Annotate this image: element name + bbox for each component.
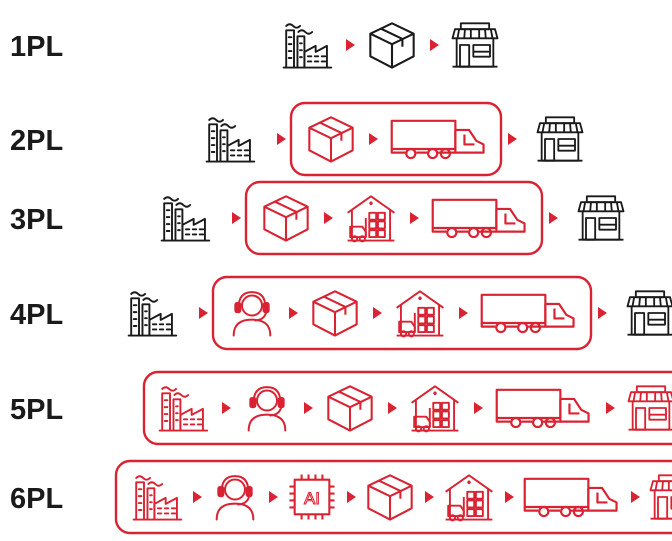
- truck-icon: [523, 477, 618, 518]
- flow-arrow-icon: [304, 402, 313, 414]
- store-icon: [577, 195, 625, 241]
- store-icon: [626, 290, 672, 336]
- factory-icon: [282, 23, 333, 69]
- package-icon: [312, 290, 358, 337]
- level-row-2pl: 2PL: [10, 101, 584, 177]
- outsourced-scope-frame: [142, 370, 672, 446]
- headset-operator-icon: [232, 291, 272, 337]
- outsourced-scope-frame: [211, 275, 593, 351]
- level-label: 5PL: [10, 394, 63, 426]
- store-icon: [649, 474, 672, 520]
- level-label: 2PL: [10, 125, 63, 157]
- truck-icon: [495, 388, 590, 429]
- level-row-4pl: 4PL: [10, 275, 672, 351]
- flow-arrow-icon: [347, 491, 356, 503]
- flow-arrow-icon: [277, 133, 286, 145]
- level-label: 3PL: [10, 204, 63, 236]
- factory-icon: [127, 291, 178, 337]
- flow-arrow-icon: [459, 307, 468, 319]
- outsourced-scope-frame: [289, 101, 503, 177]
- level-row-5pl: 5PL: [10, 370, 672, 446]
- outsourced-scope-frame: [244, 180, 544, 256]
- store-icon: [627, 385, 672, 431]
- ai-chip-label: AI: [304, 489, 320, 508]
- store-icon: [536, 116, 584, 162]
- package-icon: [327, 385, 373, 432]
- flow-arrow-icon: [430, 39, 439, 51]
- warehouse-icon: [410, 385, 460, 433]
- flow-arrow-icon: [598, 307, 607, 319]
- flow-arrow-icon: [232, 212, 241, 224]
- flow-arrow-icon: [269, 491, 278, 503]
- package-icon: [263, 195, 309, 242]
- flow-arrow-icon: [425, 491, 434, 503]
- flow-arrow-icon: [631, 491, 640, 503]
- flow-arrow-icon: [474, 402, 483, 414]
- flow-arrow-icon: [346, 39, 355, 51]
- headset-operator-icon: [247, 386, 287, 432]
- flow-arrow-icon: [606, 402, 615, 414]
- package-icon: [308, 116, 354, 163]
- flow-arrow-icon: [324, 212, 333, 224]
- flow-arrow-icon: [549, 212, 558, 224]
- factory-icon: [205, 117, 256, 163]
- warehouse-icon: [444, 474, 494, 522]
- warehouse-icon: [346, 195, 396, 243]
- level-row-3pl: 3PL: [10, 180, 625, 256]
- factory-icon: [158, 386, 209, 432]
- level-label: 1PL: [10, 31, 63, 63]
- flow-arrow-icon: [193, 491, 202, 503]
- level-row-6pl: 6PL AI: [10, 459, 672, 535]
- flow-arrow-icon: [222, 402, 231, 414]
- outsourced-scope-frame: [114, 459, 672, 535]
- flow-arrow-icon: [373, 307, 382, 319]
- warehouse-icon: [395, 290, 445, 338]
- truck-icon: [431, 198, 526, 239]
- flow-arrow-icon: [369, 133, 378, 145]
- truck-icon: [390, 119, 485, 160]
- level-label: 4PL: [10, 299, 63, 331]
- flow-arrow-icon: [388, 402, 397, 414]
- level-label: 6PL: [10, 483, 63, 515]
- package-icon: [369, 22, 415, 69]
- factory-icon: [132, 475, 183, 521]
- flow-arrow-icon: [410, 212, 419, 224]
- store-icon: [451, 22, 499, 68]
- package-icon: [367, 474, 413, 521]
- factory-icon: [160, 196, 211, 242]
- flow-arrow-icon: [505, 491, 514, 503]
- flow-arrow-icon: [508, 133, 517, 145]
- truck-icon: [480, 293, 575, 334]
- level-row-1pl: 1PL: [10, 22, 499, 69]
- flow-arrow-icon: [289, 307, 298, 319]
- flow-arrow-icon: [199, 307, 208, 319]
- headset-operator-icon: [215, 475, 255, 521]
